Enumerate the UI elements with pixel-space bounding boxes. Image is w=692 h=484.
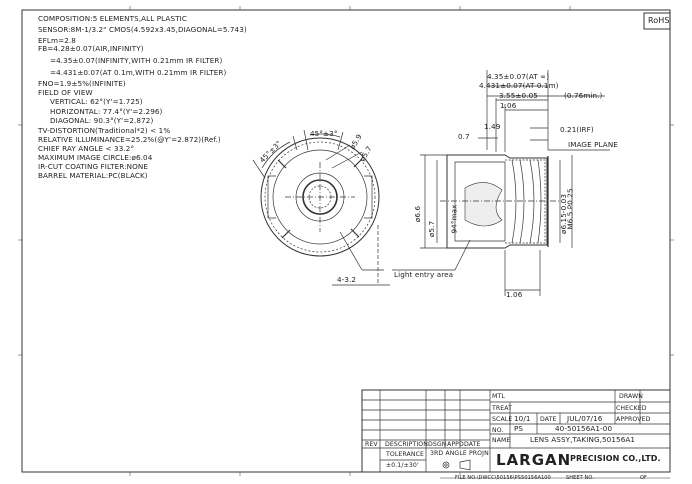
side-view	[392, 70, 610, 296]
tb-name-label: NAME	[492, 437, 511, 444]
tb-part-name: LENS ASSY,TAKING,50156A1	[530, 435, 636, 444]
side-dim-149: 1.49	[484, 122, 501, 131]
spec-illuminance: RELATIVE ILLUMINANCE=25.2%(@Y'=2.872)(Re…	[38, 135, 221, 144]
tb-tolerance-label: TOLERANCE	[386, 451, 425, 458]
side-dia-66: ø6.6	[413, 205, 423, 223]
side-angle-94: 94°max	[449, 204, 459, 234]
tb-scale-value: 10/1	[514, 414, 531, 423]
side-thread-m65: M6.5 P0.25	[565, 188, 575, 230]
side-dim-106-top: 1.06	[500, 101, 517, 110]
tb-mtl-label: MTL	[492, 393, 505, 400]
side-dim-irf: 0.21(IRF)	[560, 125, 594, 134]
spec-cra: CHIEF RAY ANGLE < 33.2°	[38, 144, 135, 153]
tb-checked-label: CHECKED	[616, 405, 647, 412]
tb-dsgn-label: DSGN	[428, 441, 447, 448]
tb-date2-label: DATE	[464, 441, 481, 448]
spec-fno: FNO=1.9±5%(INFINITE)	[38, 79, 126, 88]
border-ticks	[18, 6, 674, 476]
front-angle-top: 45°±3°	[310, 129, 338, 138]
tb-file-no: FILE NO.\DWCC\50156\PS50156A100	[455, 475, 551, 481]
tb-date-label: DATE	[540, 416, 557, 423]
company-logo: LARGAN	[496, 451, 572, 469]
tb-drawn-label: DRAWN	[619, 393, 643, 400]
side-dim-076: (0.76min.)	[564, 91, 603, 100]
tb-part-number: 40-50156A1-00	[555, 424, 613, 433]
spec-fov-vertical: VERTICAL: 62°(Y'=1.725)	[50, 97, 143, 106]
front-view	[252, 129, 390, 286]
tb-tolerance-value: ±0.1/±30'	[386, 462, 419, 469]
side-fb-infinity: 4.35±0.07(AT ∞)	[487, 72, 550, 81]
company-name: PRECISION CO.,LTD.	[570, 454, 661, 463]
spec-fb-ir: =4.35±0.07(INFINITY,WITH 0.21mm IR FILTE…	[50, 56, 223, 65]
spec-ir-cut: IR-CUT COATING FILTER:NONE	[38, 162, 148, 171]
spec-fov: FIELD OF VIEW	[38, 88, 93, 97]
spec-sensor: SENSOR:8M-1/3.2" CMOS(4.592x3.45,DIAGONA…	[38, 25, 247, 34]
side-image-plane: IMAGE PLANE	[568, 140, 618, 149]
rohs-label: RoHS	[648, 16, 670, 25]
side-dia-57: ø5.7	[427, 220, 437, 238]
tb-date-value: JUL/07/16	[567, 414, 603, 423]
tb-description-label: DESCRIPTION	[385, 441, 428, 448]
spec-efl: EFLm=2.8	[38, 36, 76, 45]
front-notch-dim: 4-3.2	[337, 275, 357, 284]
title-block-grid	[361, 389, 671, 479]
side-dim-106-bottom: 1.06	[506, 290, 523, 299]
tb-sheet-no: SHEET NO.	[566, 475, 594, 481]
spec-fov-diagonal: DIAGONAL: 90.3°(Y'=2.872)	[50, 116, 154, 125]
tb-rev-label: REV	[365, 441, 378, 448]
side-fb-01m: 4.431±0.07(AT 0.1m)	[479, 81, 559, 90]
spec-tv-distortion: TV-DISTORTION(Traditional*2) < 1%	[38, 126, 171, 135]
spec-fov-horizontal: HORIZONTAL: 77.4°(Y'=2.296)	[50, 107, 163, 116]
tb-projection: 3RD ANGLE PROJN	[430, 450, 489, 457]
spec-fb-near: =4.431±0.07(AT 0.1m,WITH 0.21mm IR FILTE…	[50, 68, 227, 77]
rohs-box	[643, 12, 671, 30]
spec-composition: COMPOSITION:5 ELEMENTS,ALL PLASTIC	[38, 14, 187, 23]
tb-scale-label: SCALE	[492, 416, 513, 423]
tb-approved-label: APPROVED	[616, 416, 651, 423]
tb-no-label: NO.	[492, 427, 504, 434]
spec-fb: FB=4.28±0.07(AIR,INFINITY)	[38, 44, 144, 53]
tb-treat-label: TREAT	[492, 405, 513, 412]
tb-appd-label: APPD	[447, 441, 464, 448]
side-light-entry: Light entry area	[394, 270, 454, 279]
tb-of: OF	[640, 475, 648, 481]
side-dim-355: 3.55±0.05	[499, 91, 538, 100]
side-dim-07: 0.7	[458, 132, 470, 141]
spec-barrel: BARREL MATERIAL:PC(BLACK)	[38, 171, 148, 180]
tb-ps: PS	[514, 424, 524, 433]
spec-image-circle: MAXIMUM IMAGE CIRCLE:ø6.04	[38, 153, 153, 162]
